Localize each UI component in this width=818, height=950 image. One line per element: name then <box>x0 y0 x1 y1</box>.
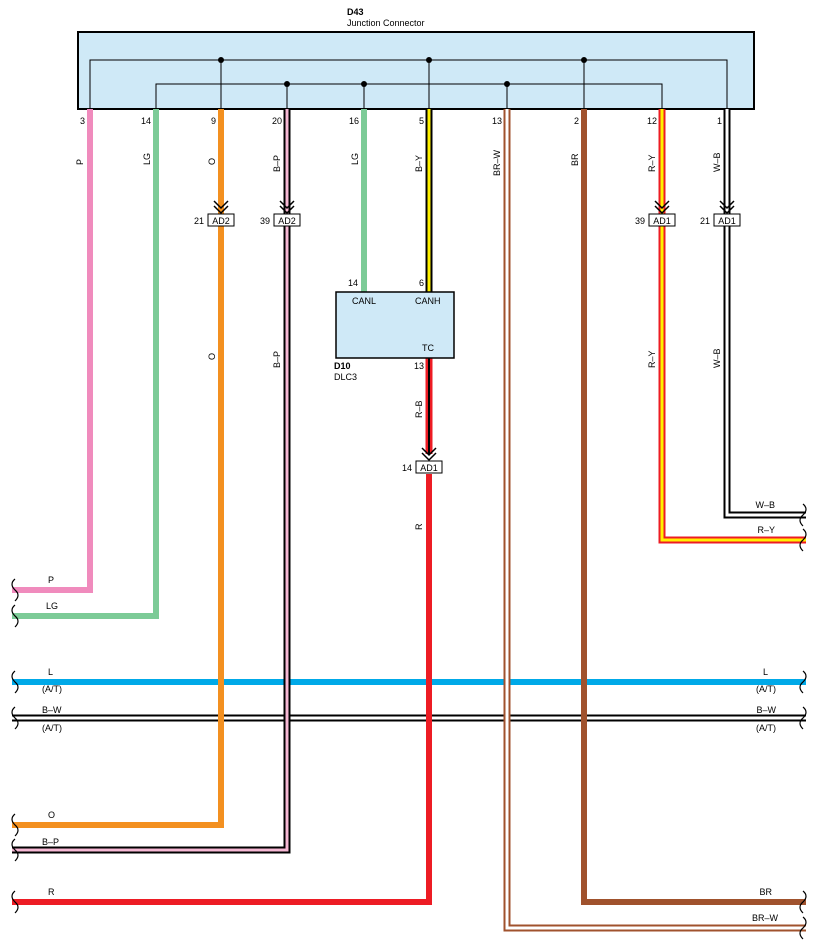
pin-5: 5 <box>419 116 424 126</box>
connector-ad2-39-label: AD2 <box>278 216 296 226</box>
pin-14: 14 <box>141 116 151 126</box>
connector-ad2-39-pin: 39 <box>260 216 270 226</box>
hlabel-at-2-left: (A/T) <box>42 723 62 733</box>
label-b-p-2: B–P <box>272 351 282 368</box>
wire-br <box>581 109 806 905</box>
dlc-code: D10 <box>334 361 351 371</box>
dlc-pin-canh: 6 <box>419 278 424 288</box>
connector-ad2-21: AD2 21 <box>194 200 235 227</box>
hlabel-at-2-right: (A/T) <box>756 723 776 733</box>
wire-p <box>12 109 93 593</box>
wire-w-b <box>723 109 806 519</box>
label-r-b: R–B <box>414 400 424 418</box>
wire-o <box>12 109 224 828</box>
pin-1: 1 <box>717 116 722 126</box>
dlc-name: DLC3 <box>334 372 357 382</box>
junction-code: D43 <box>347 7 364 17</box>
connector-ad2-39: AD2 39 <box>260 200 301 227</box>
label-b-p: B–P <box>272 155 282 172</box>
label-o-2: O <box>207 353 217 360</box>
label-lg: LG <box>142 153 152 165</box>
connector-ad2-21-label: AD2 <box>212 216 230 226</box>
hlabel-br-w: BR–W <box>752 913 779 923</box>
connector-ad1-21: AD1 21 <box>700 200 741 227</box>
dlc-tc-label: TC <box>422 343 434 353</box>
hlabel-at-1-left: (A/T) <box>42 684 62 694</box>
hlabel-b-p: B–P <box>42 837 59 847</box>
label-w-b-2: W–B <box>712 348 722 368</box>
wire-r <box>12 474 432 905</box>
wire-b-p <box>12 109 291 854</box>
label-w-b: W–B <box>712 152 722 172</box>
pin-2: 2 <box>574 116 579 126</box>
hlabel-p: P <box>48 575 54 585</box>
label-b-y: B–Y <box>414 155 424 172</box>
label-lg-2: LG <box>350 153 360 165</box>
pin-20: 20 <box>272 116 282 126</box>
dlc-canl-label: CANL <box>352 296 376 306</box>
pin-9: 9 <box>211 116 216 126</box>
wire-br-w <box>503 109 806 932</box>
junction-name: Junction Connector <box>347 18 425 28</box>
wire-break-marks-right <box>799 503 807 940</box>
label-o: O <box>207 158 217 165</box>
hlabel-w-b: W–B <box>755 500 775 510</box>
label-br: BR <box>570 153 580 166</box>
wire-lg <box>12 109 159 619</box>
hlabel-r: R <box>48 887 55 897</box>
hlabel-l-left: L <box>48 667 53 677</box>
connector-ad1-39-label: AD1 <box>653 216 671 226</box>
junction-internal-bus-2 <box>155 83 663 109</box>
wire-labels-vertical: P LG O B–P LG B–Y BR–W BR R–Y W–B O B–P … <box>75 149 722 530</box>
junction-splice-dots <box>218 57 587 87</box>
label-br-w: BR–W <box>492 149 502 176</box>
pin-16: 16 <box>349 116 359 126</box>
hlabel-o: O <box>48 810 55 820</box>
wire-r-y <box>658 109 806 544</box>
wire-break-marks-left <box>11 578 19 914</box>
connector-ad1-14-pin: 14 <box>402 463 412 473</box>
dlc-canh-label: CANH <box>415 296 441 306</box>
label-p: P <box>75 159 85 165</box>
hlabel-lg: LG <box>46 601 58 611</box>
label-r: R <box>414 523 424 530</box>
connector-ad1-14: AD1 14 <box>402 447 443 474</box>
connector-ad1-39: AD1 39 <box>635 200 676 227</box>
connector-ad1-21-pin: 21 <box>700 216 710 226</box>
hlabel-l-right: L <box>763 667 768 677</box>
dlc-pin-canl: 14 <box>348 278 358 288</box>
label-r-y: R–Y <box>647 154 657 172</box>
pin-13: 13 <box>492 116 502 126</box>
label-r-y-2: R–Y <box>647 350 657 368</box>
dlc-pin-tc: 13 <box>414 361 424 371</box>
connector-ad2-21-pin: 21 <box>194 216 204 226</box>
connector-ad1-21-label: AD1 <box>718 216 736 226</box>
hlabel-bw-left: B–W <box>42 705 62 715</box>
dlc3-box <box>335 291 455 359</box>
junction-pin-numbers: 3 14 9 20 16 5 13 2 12 1 <box>80 116 722 126</box>
connector-ad1-39-pin: 39 <box>635 216 645 226</box>
hlabel-br: BR <box>759 887 772 897</box>
hlabel-bw-right: B–W <box>756 705 776 715</box>
pin-12: 12 <box>647 116 657 126</box>
connector-ad1-14-label: AD1 <box>420 463 438 473</box>
pin-3: 3 <box>80 116 85 126</box>
hlabel-at-1-right: (A/T) <box>756 684 776 694</box>
hlabel-r-y: R–Y <box>757 525 775 535</box>
wire-labels-horizontal: P LG L (A/T) B–W (A/T) O B–P R W–B R–Y L… <box>42 500 778 923</box>
junction-connector-box <box>77 31 755 110</box>
